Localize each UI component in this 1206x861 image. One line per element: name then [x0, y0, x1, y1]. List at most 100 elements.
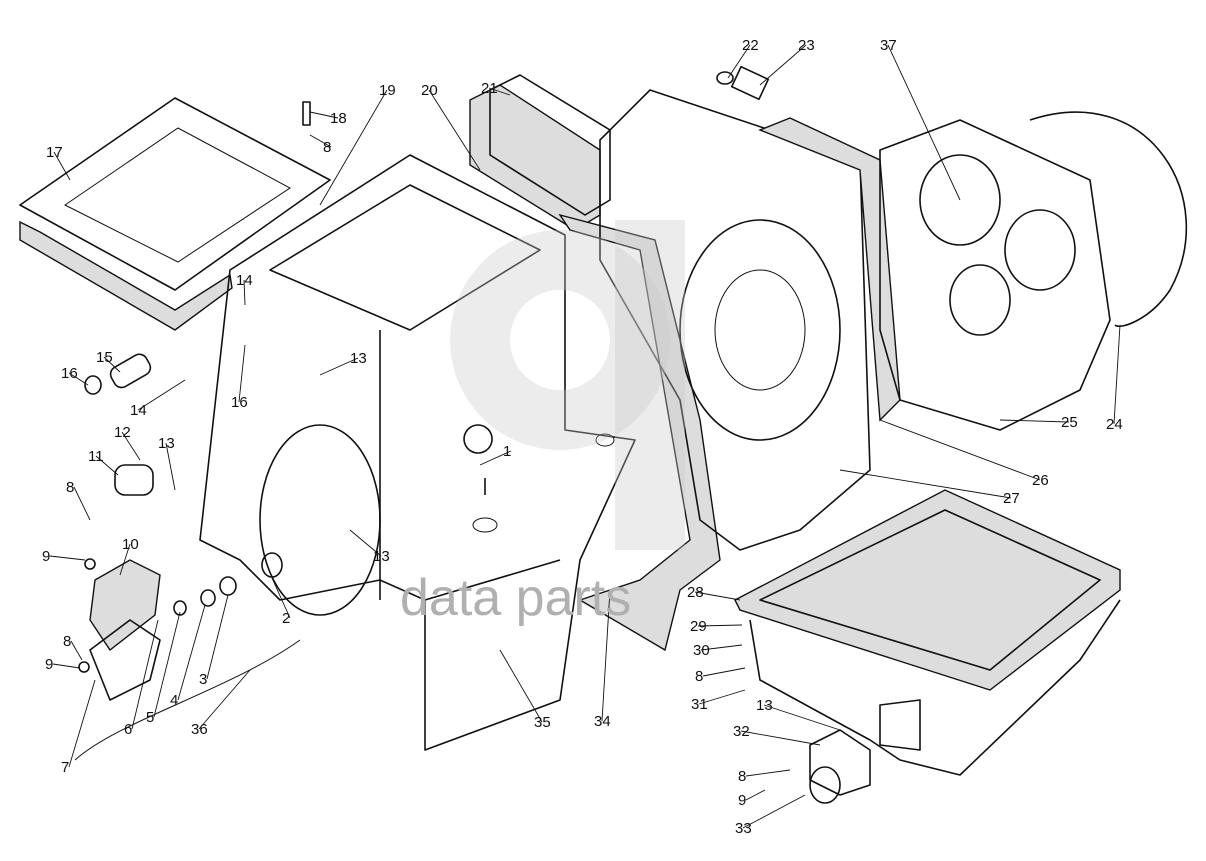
- leader-line: [879, 419, 1041, 481]
- small-parts-left: [74, 101, 493, 761]
- callout-label-13: 13: [373, 548, 390, 565]
- leader-line: [243, 279, 246, 306]
- callout-label-13: 13: [350, 350, 367, 367]
- watermark-text: data parts: [400, 569, 631, 627]
- callout-label-30: 30: [693, 642, 710, 659]
- leader-line: [121, 431, 141, 461]
- rear-housing-25: [879, 119, 1111, 431]
- plug-22-23: [716, 65, 770, 101]
- callout-label-1: 1: [503, 443, 511, 460]
- leader-line: [68, 372, 89, 386]
- callout-label-4: 4: [170, 692, 178, 709]
- callout-label-2: 2: [282, 610, 290, 627]
- gasket-26: [758, 117, 901, 422]
- callout-label-12: 12: [114, 424, 131, 441]
- callout-label-15: 15: [96, 349, 113, 366]
- leader-line: [745, 769, 791, 777]
- leader-line: [742, 794, 806, 829]
- callout-label-27: 27: [1003, 490, 1020, 507]
- oil-pan: [734, 489, 1121, 776]
- leader-line: [698, 689, 746, 705]
- callout-label-14: 14: [236, 272, 253, 289]
- leader-line: [727, 44, 751, 79]
- callout-label-20: 20: [421, 82, 438, 99]
- callout-label-31: 31: [691, 696, 708, 713]
- callout-label-13: 13: [756, 697, 773, 714]
- leader-line: [309, 111, 339, 119]
- callout-label-23: 23: [798, 37, 815, 54]
- main-housing-35: [199, 154, 636, 751]
- callout-label-9: 9: [45, 656, 53, 673]
- leader-line: [700, 644, 743, 651]
- callout-label-10: 10: [122, 536, 139, 553]
- callout-label-29: 29: [690, 618, 707, 635]
- callout-label-8: 8: [323, 139, 331, 156]
- leader-line: [319, 89, 388, 206]
- mid-plate-27: [599, 89, 871, 551]
- leader-line: [319, 357, 359, 376]
- callout-label-17: 17: [46, 144, 63, 161]
- leader-line: [309, 134, 332, 148]
- leader-line: [694, 591, 741, 601]
- leader-line: [153, 611, 181, 718]
- callout-label-33: 33: [735, 820, 752, 837]
- leader-line: [349, 529, 382, 557]
- leader-line: [49, 555, 86, 561]
- leader-line: [68, 679, 96, 768]
- leader-line: [601, 589, 611, 722]
- leader-line: [238, 344, 246, 403]
- leader-line: [499, 649, 543, 723]
- leader-line: [763, 704, 841, 731]
- leader-line: [428, 89, 481, 171]
- callout-label-16: 16: [231, 394, 248, 411]
- callout-label-18: 18: [330, 110, 347, 127]
- callout-label-8: 8: [63, 633, 71, 650]
- callout-label-37: 37: [880, 37, 897, 54]
- callout-label-9: 9: [42, 548, 50, 565]
- callout-label-28: 28: [687, 584, 704, 601]
- callout-label-3: 3: [199, 671, 207, 688]
- callout-label-25: 25: [1061, 414, 1078, 431]
- callout-label-16: 16: [61, 365, 78, 382]
- callout-label-36: 36: [191, 721, 208, 738]
- leader-line: [95, 455, 119, 476]
- callout-label-26: 26: [1032, 472, 1049, 489]
- callout-label-8: 8: [695, 668, 703, 685]
- leader-line: [73, 486, 91, 521]
- callout-label-9: 9: [738, 792, 746, 809]
- leader-line: [137, 379, 186, 411]
- callout-label-19: 19: [379, 82, 396, 99]
- callout-label-8: 8: [66, 479, 74, 496]
- callout-label-7: 7: [61, 759, 69, 776]
- flange-33: [809, 729, 871, 804]
- leader-line: [165, 442, 176, 491]
- callout-label-24: 24: [1106, 416, 1123, 433]
- leader-line: [52, 663, 81, 669]
- leader-line: [702, 667, 746, 677]
- callout-label-21: 21: [481, 80, 498, 97]
- leader-line: [103, 356, 121, 373]
- leader-lines: [49, 44, 1121, 829]
- leader-line: [759, 44, 807, 86]
- callout-label-34: 34: [594, 713, 611, 730]
- leader-line: [119, 543, 131, 576]
- leader-line: [999, 419, 1070, 423]
- leader-line: [488, 87, 511, 96]
- leader-line: [271, 577, 291, 619]
- callout-label-13: 13: [158, 435, 175, 452]
- top-cover-17: [19, 97, 331, 331]
- o-ring-24: [1029, 111, 1187, 327]
- leader-line: [740, 730, 821, 746]
- plates-20-21: [469, 74, 611, 231]
- leader-line: [131, 619, 159, 730]
- callout-label-22: 22: [742, 37, 759, 54]
- callout-label-11: 11: [88, 448, 104, 465]
- leader-line: [206, 594, 229, 680]
- callout-label-6: 6: [124, 721, 132, 738]
- watermark-logo: data parts: [400, 220, 685, 627]
- leader-line: [53, 151, 71, 181]
- leader-line: [839, 469, 1012, 499]
- callout-label-35: 35: [534, 714, 551, 731]
